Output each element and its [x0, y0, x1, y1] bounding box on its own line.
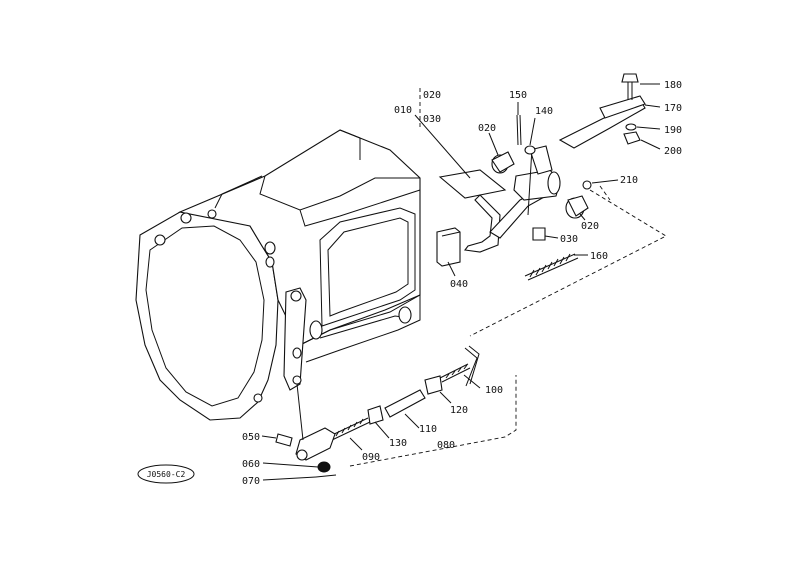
label-090: 090: [362, 452, 380, 463]
label-200: 200: [664, 146, 682, 157]
label-150: 150: [509, 90, 527, 101]
label-020-top: 020: [423, 90, 441, 101]
figure-code: J0560-C2: [147, 470, 186, 479]
clutch-pedal-assembly: [414, 73, 646, 281]
figure-code-badge: J0560-C2: [137, 464, 195, 484]
label-030-mid: 030: [560, 234, 578, 245]
label-140: 140: [535, 106, 553, 117]
label-050: 050: [242, 432, 260, 443]
label-020-right: 020: [581, 221, 599, 232]
label-170: 170: [664, 103, 682, 114]
label-210: 210: [620, 175, 638, 186]
label-020-left: 020: [478, 123, 496, 134]
label-010: 010: [394, 105, 412, 116]
label-040: 040: [450, 279, 468, 290]
transmission-housing: [135, 129, 421, 421]
label-180: 180: [664, 80, 682, 91]
label-190: 190: [664, 125, 682, 136]
label-060: 060: [242, 459, 260, 470]
label-030-top: 030: [423, 114, 441, 125]
part-labels: 010 020 030 020 150 140 180 170 190 200 …: [242, 80, 682, 487]
label-130: 130: [389, 438, 407, 449]
label-080: 080: [437, 440, 455, 451]
label-160: 160: [590, 251, 608, 262]
label-110: 110: [419, 424, 437, 435]
label-120: 120: [450, 405, 468, 416]
leader-lines: [261, 83, 667, 481]
label-070: 070: [242, 476, 260, 487]
label-100: 100: [485, 385, 503, 396]
clutch-rod-linkage: [275, 345, 480, 478]
